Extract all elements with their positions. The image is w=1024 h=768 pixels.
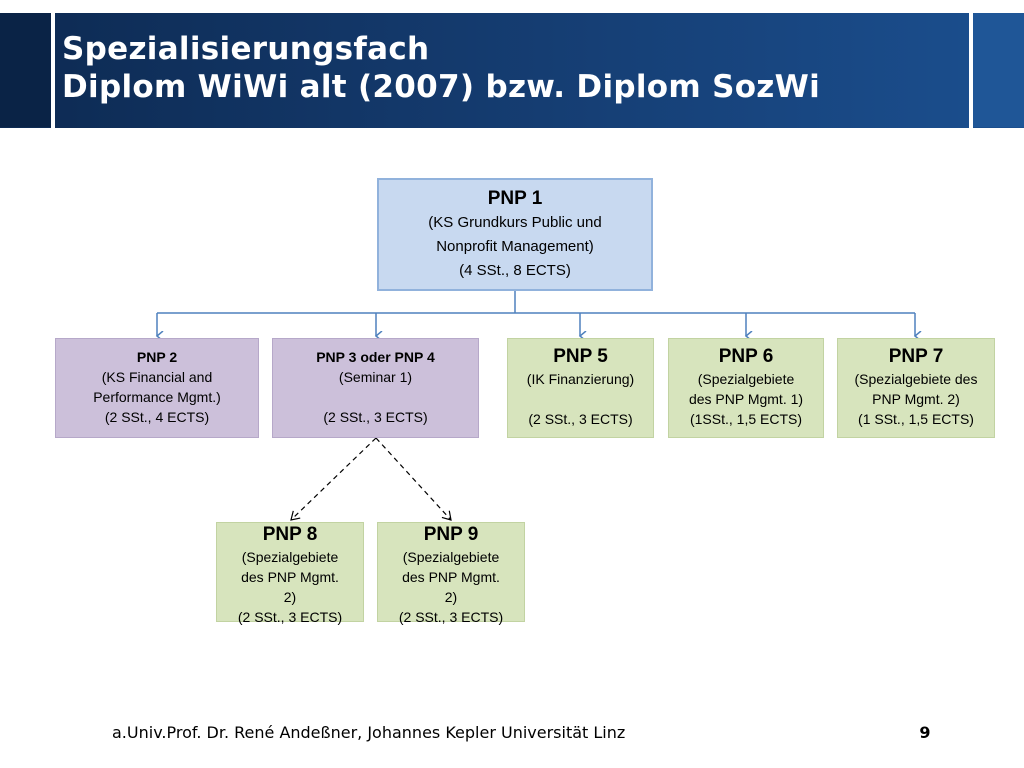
node-pnp9-line-3: 2) xyxy=(444,589,458,605)
node-pnp6-title: PNP 6 xyxy=(718,346,774,367)
node-pnp1-line-3: (4 SSt., 8 ECTS) xyxy=(459,262,571,279)
node-pnp1: PNP 1 (KS Grundkurs Public und Nonprofit… xyxy=(377,178,653,291)
node-pnp9-line-4: (2 SSt., 3 ECTS) xyxy=(398,609,504,625)
node-pnp9-title: PNP 9 xyxy=(423,524,479,545)
node-pnp1-line-1: (KS Grundkurs Public und xyxy=(428,214,602,231)
node-pnp3: PNP 3 oder PNP 4 (Seminar 1) (2 SSt., 3 … xyxy=(272,338,479,438)
node-pnp2-title: PNP 2 xyxy=(136,349,178,365)
node-pnp8-title: PNP 8 xyxy=(262,524,318,545)
node-pnp1-title: PNP 1 xyxy=(487,188,543,209)
node-pnp7: PNP 7 (Spezialgebiete des PNP Mgmt. 2) (… xyxy=(837,338,995,438)
node-pnp2-line-1: (KS Financial and xyxy=(101,369,213,385)
node-pnp8-line-3: 2) xyxy=(283,589,297,605)
node-pnp5: PNP 5 (IK Finanzierung) (2 SSt., 3 ECTS) xyxy=(507,338,654,438)
footer-author: a.Univ.Prof. Dr. René Andeßner, Johannes… xyxy=(112,723,626,742)
header-band: Spezialisierungsfach Diplom WiWi alt (20… xyxy=(0,0,1024,128)
node-pnp3-line-1: (Seminar 1) xyxy=(338,369,413,385)
node-pnp6-line-3: (1SSt., 1,5 ECTS) xyxy=(689,411,803,427)
slide-title-line-2: Diplom WiWi alt (2007) bzw. Diplom SozWi xyxy=(62,69,821,105)
node-pnp3-title: PNP 3 oder PNP 4 xyxy=(316,349,435,365)
header-right-block xyxy=(973,13,1024,127)
node-pnp7-title: PNP 7 xyxy=(888,346,944,367)
dashed-arrow-to-pnp8 xyxy=(290,437,377,521)
node-pnp5-line-2: (2 SSt., 3 ECTS) xyxy=(528,411,633,427)
node-pnp2-line-2: Performance Mgmt.) xyxy=(93,389,221,405)
slide-title-line-1: Spezialisierungsfach xyxy=(62,31,430,67)
node-pnp3-line-2: (2 SSt., 3 ECTS) xyxy=(323,409,428,425)
node-pnp5-title: PNP 5 xyxy=(553,346,608,367)
header-top-rule xyxy=(0,0,1024,13)
node-pnp6-line-1: (Spezialgebiete xyxy=(697,371,795,387)
node-pnp5-line-1: (IK Finanzierung) xyxy=(526,371,635,387)
node-pnp8: PNP 8 (Spezialgebiete des PNP Mgmt. 2) (… xyxy=(216,522,364,625)
node-pnp9: PNP 9 (Spezialgebiete des PNP Mgmt. 2) (… xyxy=(377,522,525,625)
node-pnp8-line-1: (Spezialgebiete xyxy=(241,549,339,565)
header-divider-right xyxy=(969,13,973,128)
dashed-arrow-to-pnp9 xyxy=(375,437,452,521)
node-pnp9-line-2: des PNP Mgmt. xyxy=(402,569,500,585)
node-pnp7-line-3: (1 SSt., 1,5 ECTS) xyxy=(858,411,974,427)
node-pnp8-line-2: des PNP Mgmt. xyxy=(241,569,339,585)
node-pnp1-line-2: Nonprofit Management) xyxy=(436,238,594,255)
node-pnp2: PNP 2 (KS Financial and Performance Mgmt… xyxy=(55,338,259,438)
node-pnp8-line-4: (2 SSt., 3 ECTS) xyxy=(237,609,343,625)
node-pnp6-line-2: des PNP Mgmt. 1) xyxy=(688,391,804,407)
header-left-block xyxy=(0,13,51,127)
node-pnp2-line-3: (2 SSt., 4 ECTS) xyxy=(104,409,210,425)
node-pnp7-line-2: PNP Mgmt. 2) xyxy=(872,391,960,407)
slide-title: Spezialisierungsfach Diplom WiWi alt (20… xyxy=(62,30,962,106)
header-divider-left xyxy=(51,13,55,128)
page-number: 9 xyxy=(919,723,931,742)
node-pnp7-line-1: (Spezialgebiete des xyxy=(854,371,978,387)
node-pnp6: PNP 6 (Spezialgebiete des PNP Mgmt. 1) (… xyxy=(668,338,824,438)
node-pnp9-line-1: (Spezialgebiete xyxy=(402,549,500,565)
